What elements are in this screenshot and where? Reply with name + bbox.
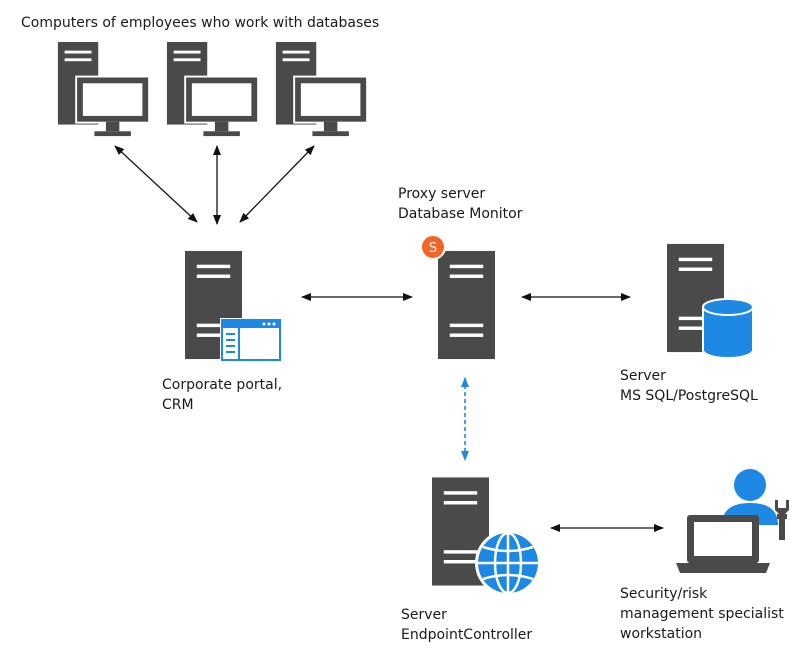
badge-letter: S xyxy=(429,241,437,256)
arrow-ws1-portal xyxy=(114,145,198,223)
endpoint-label: Server EndpointController xyxy=(401,605,532,645)
specialist-label: Security/risk management specialist work… xyxy=(620,584,784,644)
workstation-3-icon xyxy=(275,42,369,137)
browser-window-icon xyxy=(220,318,282,362)
workstation-1-icon xyxy=(57,42,151,137)
specialist-label-line1: Security/risk xyxy=(620,586,708,602)
database-cylinder-icon xyxy=(702,298,754,359)
s-badge-icon: S xyxy=(420,234,446,260)
specialist-label-line2: management specialist xyxy=(620,606,784,622)
connections xyxy=(114,145,664,532)
proxy-label-line1: Proxy server xyxy=(398,186,486,202)
endpoint-label-line2: EndpointController xyxy=(401,627,533,643)
arrow-ws3-portal xyxy=(239,145,315,223)
wrench-icon xyxy=(775,500,789,540)
laptop-icon xyxy=(676,515,770,573)
portal-label-line1: Corporate portal, xyxy=(162,377,283,393)
workstation-2-icon xyxy=(166,42,260,137)
diagram-title: Computers of employees who work with dat… xyxy=(21,15,380,31)
portal-label: Corporate portal, CRM xyxy=(162,375,282,415)
specialist-label-line3: workstation xyxy=(620,626,703,642)
proxy-label-line2: Database Monitor xyxy=(398,206,523,222)
globe-icon xyxy=(475,530,541,596)
proxy-server-icon xyxy=(438,250,495,360)
db-server-label: Server MS SQL/PostgreSQL xyxy=(620,366,758,406)
proxy-server-label: Proxy server Database Monitor xyxy=(398,184,522,224)
portal-label-line2: CRM xyxy=(162,397,194,413)
db-label-line2: MS SQL/PostgreSQL xyxy=(620,388,758,404)
db-label-line1: Server xyxy=(620,368,666,384)
endpoint-label-line1: Server xyxy=(401,607,447,623)
